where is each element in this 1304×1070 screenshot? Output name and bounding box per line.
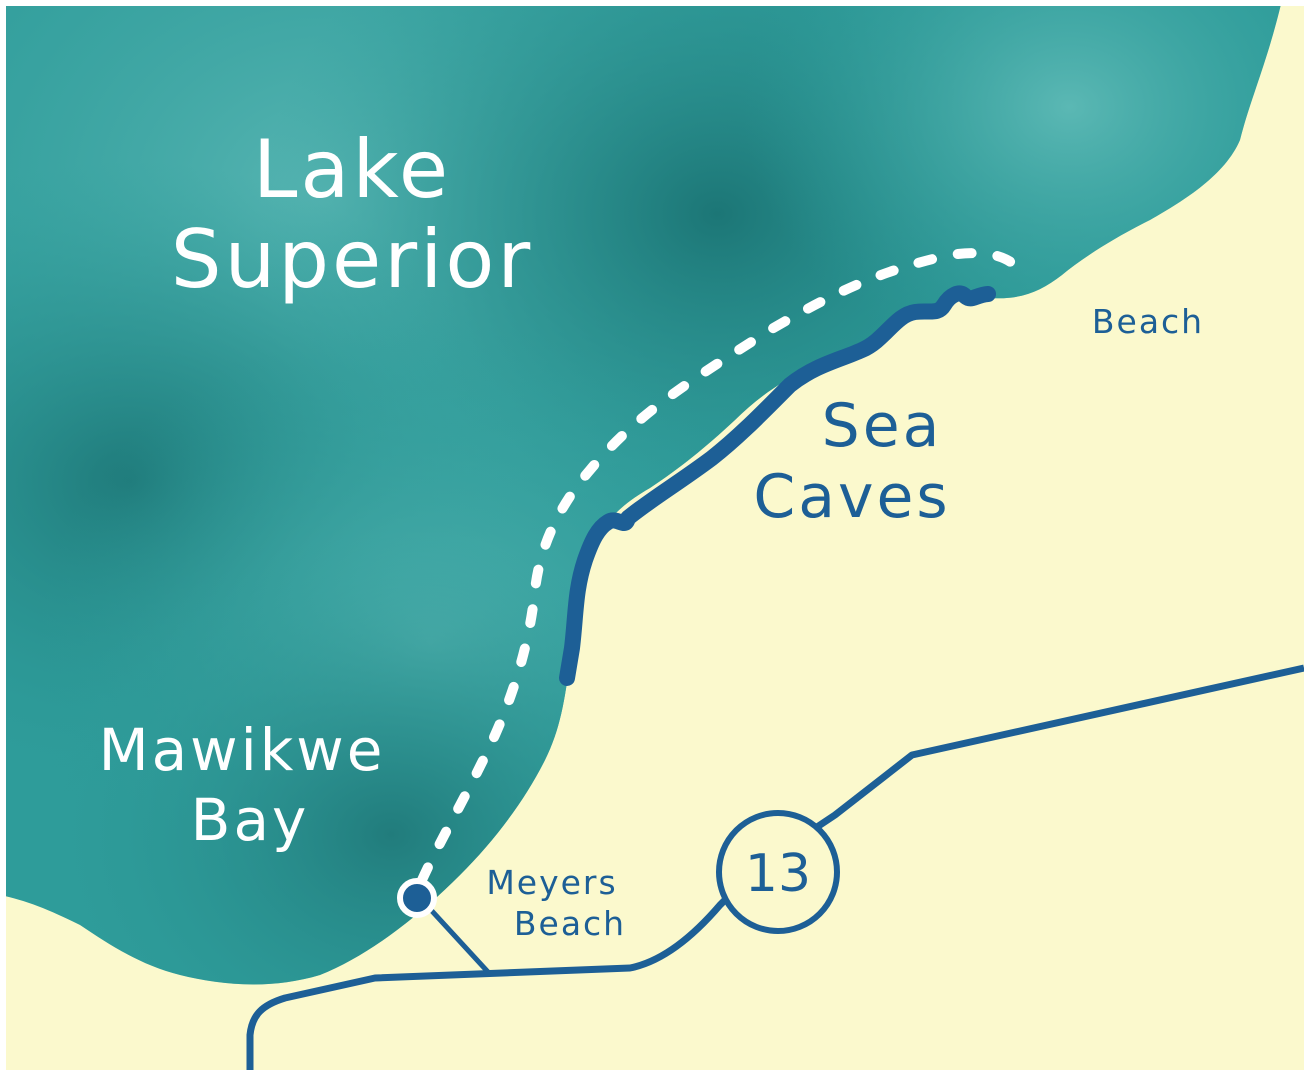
meyers-beach-marker[interactable] — [397, 878, 437, 918]
highway-13-road — [246, 664, 1304, 1070]
mawikwe-bay-label-line2: Bay — [191, 786, 310, 854]
paddle-route-dashed-line — [417, 248, 1023, 885]
lake-superior-label-line2: Superior — [171, 213, 533, 306]
beach-ne-label: Beach — [1092, 302, 1204, 341]
highway-13-shield — [716, 810, 840, 934]
map-frame-top — [0, 0, 1304, 6]
highway-13-number: 13 — [745, 844, 811, 904]
mawikwe-bay-label-line1: Mawikwe — [99, 716, 386, 784]
meyers-beach-label-line1: Meyers — [486, 863, 617, 902]
meyers-beach-label-line2: Beach — [514, 904, 626, 943]
lake-superior-label-line1: Lake — [253, 123, 451, 216]
sea-caves-shoreline-line — [559, 285, 996, 686]
sea-caves-label-line1: Sea — [822, 391, 943, 461]
sea-caves-label-line2: Caves — [753, 462, 950, 532]
map-frame-left — [0, 0, 6, 1070]
